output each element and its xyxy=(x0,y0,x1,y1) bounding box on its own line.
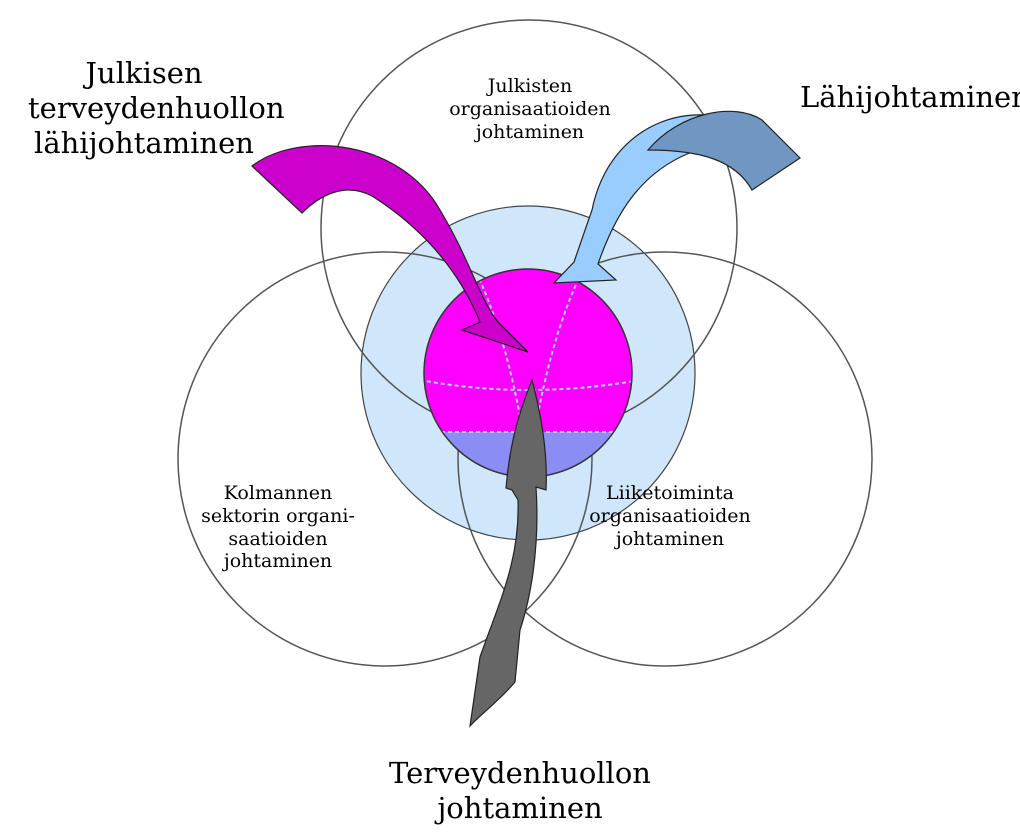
label-local-management: Lähijohtaminen xyxy=(800,80,1015,115)
label-public-health-local-management: Julkisen terveydenhuollon lähijohtaminen xyxy=(28,56,260,160)
label-third-sector-management: Kolmannen sektorin organi- saatioiden jo… xyxy=(178,482,378,573)
label-business-organisations-management: Liiketoiminta organisaatioiden johtamine… xyxy=(580,482,760,550)
label-public-organisations-management: Julkisten organisaatioiden johtaminen xyxy=(440,75,620,143)
label-health-management: Terveydenhuollon johtaminen xyxy=(380,756,660,826)
